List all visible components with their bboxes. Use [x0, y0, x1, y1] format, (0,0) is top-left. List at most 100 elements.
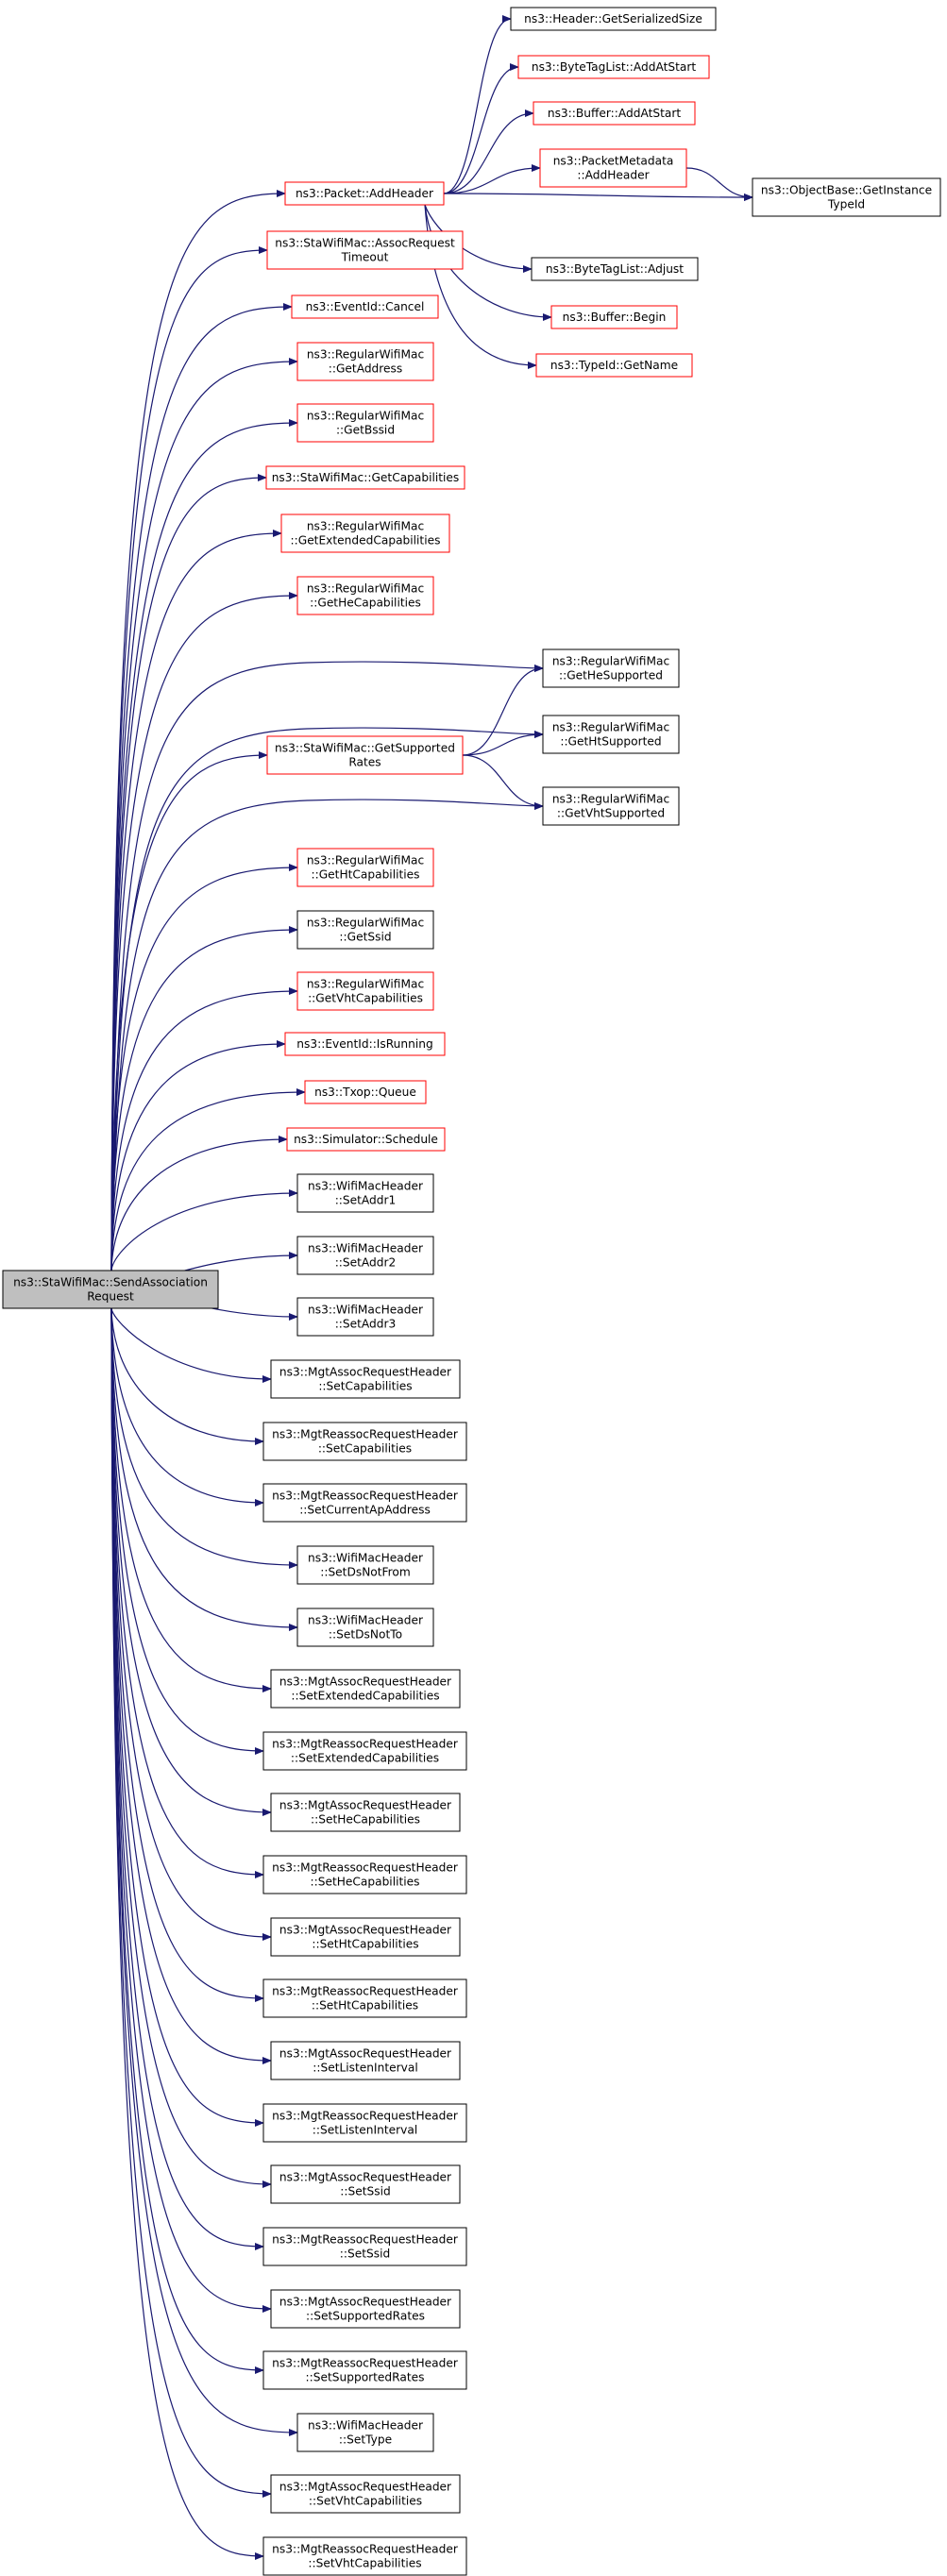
node-setdsnotfrom[interactable]: ns3::WifiMacHeader::SetDsNotFrom — [296, 1545, 434, 1585]
node-box — [280, 514, 450, 553]
node-box — [265, 465, 465, 490]
node-getcapabilities[interactable]: ns3::StaWifiMac::GetCapabilities — [265, 465, 465, 490]
node-label: ns3::MgtAssocRequestHeader — [279, 2171, 452, 2184]
node-buffer-begin[interactable]: ns3::Buffer::Begin — [550, 305, 678, 329]
node-assoc-setlisteninterval[interactable]: ns3::MgtAssocRequestHeader::SetListenInt… — [270, 2041, 461, 2080]
node-assoc-setextendedcapabilities[interactable]: ns3::MgtAssocRequestHeader::SetExtendedC… — [270, 1669, 461, 1709]
node-label: ns3::WifiMacHeader — [308, 1614, 424, 1627]
edge-root-to-assoc-setcapabilities — [110, 1307, 272, 1383]
node-label: ::SetExtendedCapabilities — [291, 1690, 439, 1703]
node-header-getserializedsize[interactable]: ns3::Header::GetSerializedSize — [510, 7, 717, 31]
node-label: ::SetSupportedRates — [306, 2310, 425, 2323]
node-gethecapabilities[interactable]: ns3::RegularWifiMac::GetHeCapabilities — [296, 576, 434, 615]
node-label: ns3::MgtReassocRequestHeader — [272, 2110, 459, 2123]
node-typeid-getname[interactable]: ns3::TypeId::GetName — [535, 353, 693, 378]
edge-root-to-assoc-sethtcapabilities — [110, 1307, 272, 1941]
node-packetmetadata-addheader[interactable]: ns3::PacketMetadata::AddHeader — [539, 148, 687, 188]
node-buffer-addatstart[interactable]: ns3::Buffer::AddAtStart — [533, 101, 696, 126]
node-reassoc-setcapabilities[interactable]: ns3::MgtReassocRequestHeader::SetCapabil… — [262, 1422, 467, 1461]
node-label: ::GetVhtCapabilities — [308, 992, 423, 1005]
node-getaddress[interactable]: ns3::RegularWifiMac::GetAddress — [296, 342, 434, 381]
node-label: ::SetCapabilities — [318, 1380, 412, 1393]
edge-root-to-getbssid — [110, 419, 298, 1271]
edge-root-to-gethesupported — [110, 661, 544, 1271]
node-label: ::SetDsNotTo — [329, 1628, 402, 1642]
node-label: TypeId — [827, 198, 865, 211]
node-getbssid[interactable]: ns3::RegularWifiMac::GetBssid — [296, 403, 434, 443]
edge-packet-addheader-to-bytetaglist-addatstart — [443, 63, 519, 194]
node-eventid-isrunning[interactable]: ns3::EventId::IsRunning — [284, 1032, 446, 1056]
node-gethtsupported[interactable]: ns3::RegularWifiMac::GetHtSupported — [542, 715, 680, 754]
node-assoc-setssid[interactable]: ns3::MgtAssocRequestHeader::SetSsid — [270, 2164, 461, 2204]
node-assoc-setcapabilities[interactable]: ns3::MgtAssocRequestHeader::SetCapabilit… — [270, 1359, 461, 1399]
node-getextendedcapabilities[interactable]: ns3::RegularWifiMac::GetExtendedCapabili… — [280, 514, 450, 553]
node-assoc-setvhtcapabilities[interactable]: ns3::MgtAssocRequestHeader::SetVhtCapabi… — [270, 2474, 461, 2514]
node-box — [296, 1608, 434, 1647]
node-label: ns3::MgtReassocRequestHeader — [272, 1428, 459, 1441]
node-box — [286, 1127, 446, 1152]
node-box — [270, 1669, 461, 1709]
node-setdsnotto[interactable]: ns3::WifiMacHeader::SetDsNotTo — [296, 1608, 434, 1647]
node-label: ns3::Buffer::Begin — [563, 311, 667, 324]
node-label: ns3::PacketMetadata — [553, 155, 674, 168]
node-simulator-schedule[interactable]: ns3::Simulator::Schedule — [286, 1127, 446, 1152]
node-box — [542, 648, 680, 688]
node-label: ns3::RegularWifiMac — [307, 854, 424, 867]
edge-root-to-gethecapabilities — [110, 592, 298, 1271]
node-setaddr1[interactable]: ns3::WifiMacHeader::SetAddr1 — [296, 1173, 434, 1213]
node-reassoc-sethtcapabilities[interactable]: ns3::MgtReassocRequestHeader::SetHtCapab… — [262, 1978, 467, 2018]
node-setcurrentapaddress[interactable]: ns3::MgtReassocRequestHeader::SetCurrent… — [262, 1483, 467, 1523]
node-settype[interactable]: ns3::WifiMacHeader::SetType — [296, 2413, 434, 2452]
node-assoc-sethecapabilities[interactable]: ns3::MgtAssocRequestHeader::SetHeCapabil… — [270, 1793, 461, 1832]
node-packet-addheader[interactable]: ns3::Packet::AddHeader — [284, 181, 445, 206]
node-label: ::SetCapabilities — [318, 1442, 412, 1456]
node-label: ns3::RegularWifiMac — [307, 520, 424, 533]
edge-packet-addheader-to-typeid-getname — [424, 204, 537, 369]
node-getvhtcapabilities[interactable]: ns3::RegularWifiMac::GetVhtCapabilities — [296, 971, 434, 1011]
node-getvhtsupported[interactable]: ns3::RegularWifiMac::GetVhtSupported — [542, 786, 680, 826]
node-label: ns3::Buffer::AddAtStart — [548, 107, 682, 120]
node-label: ::SetListenInterval — [313, 2124, 417, 2137]
node-reassoc-sethecapabilities[interactable]: ns3::MgtReassocRequestHeader::SetHeCapab… — [262, 1855, 467, 1894]
node-reassoc-setlisteninterval[interactable]: ns3::MgtReassocRequestHeader::SetListenI… — [262, 2103, 467, 2143]
edge-root-to-txop-queue — [110, 1088, 306, 1271]
node-label: ::SetVhtCapabilities — [309, 2495, 422, 2508]
edge-root-to-assoc-setextendedcapabilities — [110, 1307, 272, 1692]
node-label: ::SetCurrentApAddress — [299, 1504, 431, 1517]
node-box — [296, 342, 434, 381]
edge-root-to-assoc-setssid — [110, 1307, 272, 2188]
node-label: ::SetExtendedCapabilities — [291, 1752, 439, 1765]
node-setaddr2[interactable]: ns3::WifiMacHeader::SetAddr2 — [296, 1236, 434, 1275]
node-reassoc-setsupportedrates[interactable]: ns3::MgtReassocRequestHeader::SetSupport… — [262, 2350, 467, 2390]
node-box — [270, 1359, 461, 1399]
edge-root-to-getaddress — [110, 358, 298, 1271]
edge-root-to-eventid-cancel — [110, 303, 293, 1271]
node-txop-queue[interactable]: ns3::Txop::Queue — [304, 1080, 427, 1104]
node-label: ns3::MgtAssocRequestHeader — [279, 2481, 452, 2494]
node-assoc-setsupportedrates[interactable]: ns3::MgtAssocRequestHeader::SetSupported… — [270, 2289, 461, 2329]
node-box — [539, 148, 687, 188]
node-bytetaglist-addatstart[interactable]: ns3::ByteTagList::AddAtStart — [517, 55, 710, 79]
node-gethtcapabilities[interactable]: ns3::RegularWifiMac::GetHtCapabilities — [296, 848, 434, 887]
node-box — [266, 735, 464, 775]
node-getssid[interactable]: ns3::RegularWifiMac::GetSsid — [296, 910, 434, 950]
node-assoc-sethtcapabilities[interactable]: ns3::MgtAssocRequestHeader::SetHtCapabil… — [270, 1917, 461, 1957]
node-gethesupported[interactable]: ns3::RegularWifiMac::GetHeSupported — [542, 648, 680, 688]
node-reassoc-setvhtcapabilities[interactable]: ns3::MgtReassocRequestHeader::SetVhtCapa… — [262, 2536, 467, 2576]
node-bytetaglist-adjust[interactable]: ns3::ByteTagList::Adjust — [531, 257, 699, 281]
node-eventid-cancel[interactable]: ns3::EventId::Cancel — [291, 295, 439, 319]
node-box — [304, 1080, 427, 1104]
node-label: ::SetHtCapabilities — [312, 1938, 418, 1951]
node-reassoc-setextendedcapabilities[interactable]: ns3::MgtReassocRequestHeader::SetExtende… — [262, 1731, 467, 1771]
node-label: ::SetSsid — [340, 2185, 390, 2198]
edge-root-to-setaddr1 — [110, 1189, 298, 1271]
node-reassoc-setssid[interactable]: ns3::MgtReassocRequestHeader::SetSsid — [262, 2227, 467, 2266]
node-label: ns3::TypeId::GetName — [550, 359, 678, 372]
edge-root-to-reassoc-setcapabilities — [110, 1307, 264, 1445]
node-label: ::GetHeCapabilities — [310, 597, 421, 610]
node-setaddr3[interactable]: ns3::WifiMacHeader::SetAddr3 — [296, 1297, 434, 1337]
